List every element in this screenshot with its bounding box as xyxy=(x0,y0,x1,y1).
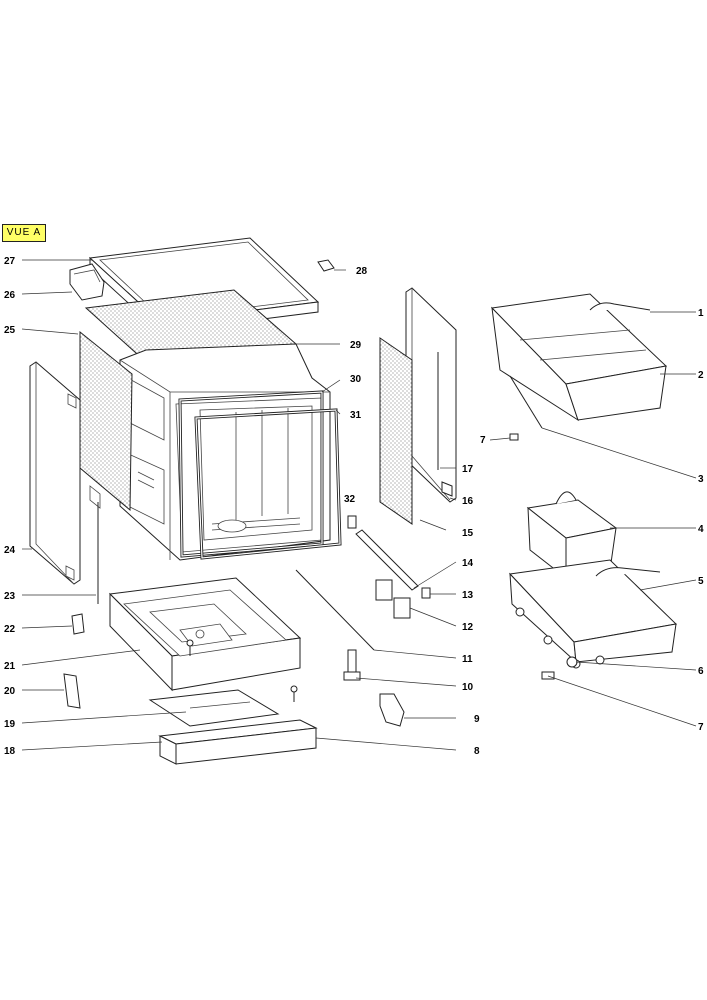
callout-3: 3 xyxy=(698,474,704,485)
latch-part xyxy=(71,613,85,635)
base-tray-part xyxy=(108,577,302,692)
callout-1: 1 xyxy=(698,308,704,319)
callout-10: 10 xyxy=(462,682,474,693)
leader-lines xyxy=(21,259,697,751)
door-strip-part xyxy=(355,529,419,591)
callout-18: 18 xyxy=(4,746,16,757)
basket-rail-part xyxy=(509,375,543,441)
callout-22: 22 xyxy=(4,624,16,635)
callout-4: 4 xyxy=(698,524,704,535)
rear-bracket-part xyxy=(69,263,105,301)
callout-16: 16 xyxy=(462,496,474,507)
callout-6: 6 xyxy=(698,666,704,677)
callout-9: 9 xyxy=(474,714,480,725)
callout-25: 25 xyxy=(4,325,16,336)
hinge-bracket-part xyxy=(441,481,453,497)
hinge-part xyxy=(375,579,431,619)
view-label-badge: VUE A xyxy=(2,224,46,242)
callout-21: 21 xyxy=(4,661,16,672)
callout-30: 30 xyxy=(350,374,362,385)
plinth-part xyxy=(158,719,318,765)
callout-13: 13 xyxy=(462,590,474,601)
upper-basket-part xyxy=(490,293,668,422)
callout-14: 14 xyxy=(462,558,474,569)
callout-15: 15 xyxy=(462,528,474,539)
callout-24: 24 xyxy=(4,545,16,556)
callout-12: 12 xyxy=(462,622,474,633)
callout-31: 31 xyxy=(350,410,362,421)
callout-2: 2 xyxy=(698,370,704,381)
callout-7b: 7 xyxy=(698,722,704,733)
callout-labels: 27 26 25 24 23 22 21 20 19 18 28 29 30 3… xyxy=(4,256,704,757)
callout-28: 28 xyxy=(356,266,368,277)
fixing-clip-part xyxy=(317,259,335,272)
foot-plate-part xyxy=(148,689,280,727)
callout-11: 11 xyxy=(462,654,473,665)
callout-19: 19 xyxy=(4,719,16,730)
right-side-panel-part xyxy=(405,287,457,503)
adjustable-foot-part xyxy=(343,649,361,681)
callout-8: 8 xyxy=(474,746,480,757)
clip-32-part xyxy=(347,515,357,529)
inner-seal-part xyxy=(194,408,342,560)
door-rod-part xyxy=(295,569,375,651)
lower-basket-part xyxy=(508,559,678,669)
callout-7a: 7 xyxy=(480,435,486,446)
door-gasket-part xyxy=(178,390,324,558)
callout-27: 27 xyxy=(4,256,16,267)
right-insulation-part xyxy=(379,337,413,525)
callout-29: 29 xyxy=(350,340,362,351)
basket-handle-part xyxy=(589,302,651,311)
side-bracket-part xyxy=(379,693,405,727)
left-side-panel-part xyxy=(29,361,81,585)
cover-cap-part xyxy=(63,673,81,709)
callout-26: 26 xyxy=(4,290,16,301)
callout-5: 5 xyxy=(698,576,704,587)
callout-17: 17 xyxy=(462,464,474,475)
basket-wheel-part xyxy=(541,656,578,680)
callout-20: 20 xyxy=(4,686,16,697)
left-insulation-part xyxy=(79,330,133,512)
tub-cabinet-part xyxy=(119,343,331,561)
callout-23: 23 xyxy=(4,591,16,602)
callout-32: 32 xyxy=(344,494,356,505)
